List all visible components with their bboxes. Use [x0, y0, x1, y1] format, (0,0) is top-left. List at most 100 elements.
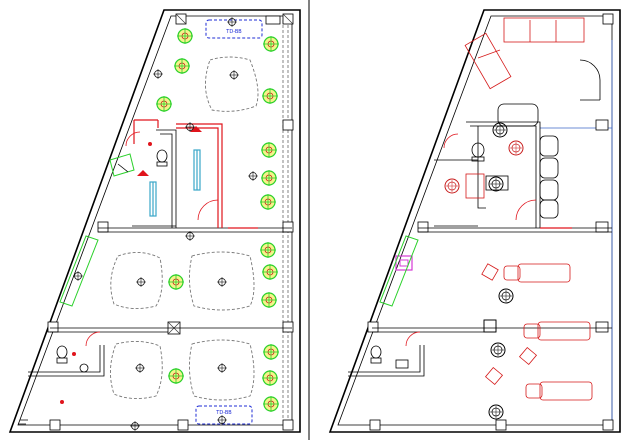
lounge-seats — [539, 135, 559, 219]
magenta-item — [395, 255, 413, 271]
green-fixture — [59, 235, 99, 307]
column — [177, 419, 189, 431]
column — [97, 221, 109, 233]
door-swing — [197, 199, 219, 221]
chair-icon — [488, 404, 504, 420]
right-plan — [328, 9, 621, 433]
spot-light-icon — [217, 363, 227, 373]
column — [367, 321, 379, 333]
ceiling-cove — [205, 56, 259, 112]
chair-icon — [490, 342, 506, 358]
spot-light-icon — [217, 277, 227, 287]
bathroom-wall — [28, 345, 101, 373]
toilet-icon — [370, 345, 382, 364]
green-fixture — [109, 153, 135, 177]
counter-red-line — [133, 119, 223, 228]
spot-light-icon — [153, 69, 163, 79]
bed-icon — [503, 263, 571, 283]
column — [483, 319, 497, 333]
ceiling-light-icon — [263, 396, 279, 412]
sofa-icon — [464, 17, 585, 90]
ceiling-light-icon — [260, 242, 276, 258]
column — [417, 221, 429, 233]
room-wall — [156, 129, 177, 228]
spot-light-icon — [248, 171, 258, 181]
door-swing — [85, 331, 101, 347]
column — [282, 321, 294, 333]
spot-light-icon — [130, 421, 140, 431]
spot-light-icon — [185, 122, 195, 132]
spot-light-icon — [227, 17, 237, 27]
spot-light-icon — [136, 277, 146, 287]
ceiling-lights — [156, 28, 279, 412]
ceiling-light-icon — [177, 28, 193, 44]
door-swing — [515, 199, 537, 221]
ceiling-light-icon — [263, 344, 279, 360]
left-inner-wall — [17, 15, 293, 426]
bed-icon — [523, 321, 591, 341]
ceiling-cove — [110, 341, 163, 399]
ceiling-light-icon — [262, 88, 278, 104]
chair-icon — [488, 176, 504, 192]
spot-light-icon — [190, 126, 202, 132]
column — [602, 13, 614, 25]
door-swing — [443, 133, 459, 149]
toilet-icon — [156, 149, 168, 167]
column — [369, 419, 381, 431]
ceiling-light-icon — [262, 264, 278, 280]
ceiling-light-icon — [261, 292, 277, 308]
spot-light-icon — [72, 352, 76, 356]
blue-panel-bottom — [195, 405, 253, 425]
basin-icon — [79, 363, 89, 373]
column — [282, 221, 294, 233]
column — [49, 419, 61, 431]
column — [282, 419, 294, 431]
partition-wall — [418, 227, 612, 233]
ceiling-cove — [110, 252, 163, 309]
right-inner-wall — [337, 15, 613, 426]
left-plan: TD-BB TD-BB — [8, 9, 301, 433]
right-outer-wall — [328, 9, 621, 433]
spot-light-icon — [148, 142, 152, 146]
panel-label-top: TD-BB — [225, 29, 242, 35]
ceiling-light-icon — [261, 170, 277, 186]
room-wall — [466, 121, 541, 228]
spot-light-icon — [73, 271, 83, 281]
chair-icon — [498, 288, 514, 304]
column — [495, 419, 507, 431]
green-fixture — [379, 235, 419, 307]
desk — [465, 173, 485, 199]
column — [595, 119, 609, 131]
left-outer-wall — [8, 9, 301, 433]
bed-icon — [525, 381, 593, 401]
panel-label-bottom: TD-BB — [215, 410, 232, 416]
column — [282, 119, 294, 131]
column — [265, 15, 281, 25]
ceiling-light-icon — [260, 194, 276, 210]
chair-icon — [492, 122, 508, 138]
chair-icon — [444, 178, 460, 194]
sink-unit — [497, 103, 539, 127]
ceiling-light-icon — [174, 58, 190, 74]
ceiling-cove — [189, 339, 255, 401]
toilet-icon — [56, 345, 68, 364]
ceiling-light-icon — [156, 96, 172, 112]
spot-light-icon — [229, 70, 239, 80]
door-swing — [579, 59, 601, 101]
door-swing — [125, 131, 141, 147]
column — [595, 221, 609, 233]
column — [595, 321, 609, 333]
spot-light-icon — [137, 170, 149, 176]
ceiling-light-icon — [262, 370, 278, 386]
ceiling-light-icon — [168, 368, 184, 384]
spot-light-icon — [60, 400, 64, 404]
bathroom-wall — [348, 345, 425, 377]
left-columns — [47, 13, 294, 431]
toilet-icon — [471, 142, 485, 162]
chair-icon — [508, 140, 524, 156]
stool — [484, 366, 504, 386]
column — [602, 419, 614, 431]
ceiling-light-icon — [261, 142, 277, 158]
